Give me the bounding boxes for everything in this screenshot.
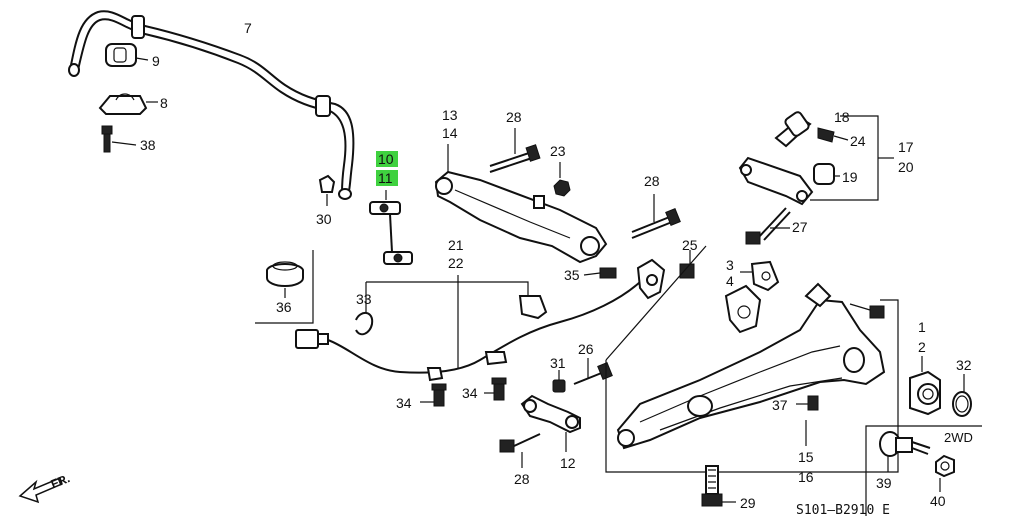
callout: 34	[462, 385, 478, 401]
callout: 28	[514, 471, 530, 487]
callout: 37	[772, 397, 788, 413]
nut-23	[553, 162, 571, 197]
callout: 18	[834, 109, 850, 125]
bolt-38	[101, 125, 137, 153]
highlight-box-11	[376, 170, 398, 186]
grommet-36	[266, 261, 304, 298]
bolt-top	[849, 303, 885, 319]
stabilizer-link	[369, 190, 413, 265]
callout: 29	[740, 495, 756, 511]
spindle-39	[879, 431, 931, 472]
highlight-box-10	[376, 151, 398, 167]
bolt-28c	[499, 433, 541, 468]
compensator-arm	[520, 394, 581, 452]
callout: 30	[316, 211, 332, 227]
callout: 8	[160, 95, 168, 111]
bolt-28a	[489, 128, 541, 173]
bolt-26a	[573, 358, 613, 385]
bolt-37	[796, 395, 819, 411]
callout: 21	[448, 237, 464, 253]
nut-30	[318, 174, 336, 206]
callout: 3	[726, 257, 734, 273]
bolt-35	[583, 267, 617, 279]
bolt-27	[745, 207, 791, 245]
callout: 17	[898, 139, 914, 155]
bolt-28b	[631, 194, 681, 239]
retaining-ring-32	[952, 374, 972, 417]
front-direction-arrow: FR.	[18, 471, 72, 504]
callout: 11	[378, 170, 393, 186]
bolt-29	[701, 465, 736, 507]
upper-arm-assembly	[738, 111, 894, 206]
callout-labels: 7 9 8 38 10 11 30 13 14 28 23 28 18 24 1…	[140, 20, 972, 511]
callout: 16	[798, 469, 814, 485]
callout: 9	[152, 53, 160, 69]
callout: 35	[564, 267, 580, 283]
callout: 27	[792, 219, 808, 235]
callout: 26	[578, 341, 594, 357]
callout: 32	[956, 357, 972, 373]
callout: 7	[244, 20, 252, 36]
callout: 4	[726, 273, 734, 289]
inset-frame-2wd	[865, 425, 982, 516]
callout: 13	[442, 107, 458, 123]
callout: 33	[356, 291, 372, 307]
stabilizer-bar	[68, 10, 355, 200]
callout: 31	[550, 355, 566, 371]
callout: 25	[682, 237, 698, 253]
diagram-code: S101–B2910 E	[796, 503, 890, 517]
callout: 28	[644, 173, 660, 189]
callout: 22	[448, 255, 464, 271]
variant-label: 2WD	[944, 430, 973, 445]
bushing-holder	[98, 93, 158, 115]
callout: 40	[930, 493, 946, 509]
callout: 24	[850, 133, 866, 149]
bracket-frame-36	[255, 250, 314, 324]
callout: 20	[898, 159, 914, 175]
callout: 10	[378, 151, 394, 167]
direction-label: FR.	[49, 471, 72, 491]
bolt-34b	[484, 377, 507, 401]
stabilizer-bushing	[105, 43, 149, 67]
bracket-frame-15	[605, 299, 899, 473]
callout: 39	[876, 475, 892, 491]
callout: 15	[798, 449, 814, 465]
bolt-25	[679, 250, 695, 279]
callout: 14	[442, 125, 458, 141]
callout: 28	[506, 109, 522, 125]
hub-bearing	[909, 356, 941, 416]
callout: 34	[396, 395, 412, 411]
callout: 23	[550, 143, 566, 159]
abs-sensor-harness	[295, 258, 666, 382]
spindle-nut-40	[935, 454, 955, 492]
bracket-3-4	[724, 260, 780, 334]
trailing-arm	[616, 282, 886, 450]
callout: 36	[276, 299, 292, 315]
nut-31	[552, 370, 566, 393]
callout: 38	[140, 137, 156, 153]
callout: 1	[918, 319, 926, 335]
bracket-frame-diag	[605, 245, 707, 361]
callout: 2	[918, 339, 926, 355]
lower-arm	[434, 144, 608, 264]
callout: 12	[560, 455, 576, 471]
bolt-34a	[420, 383, 447, 407]
callout: 19	[842, 169, 858, 185]
